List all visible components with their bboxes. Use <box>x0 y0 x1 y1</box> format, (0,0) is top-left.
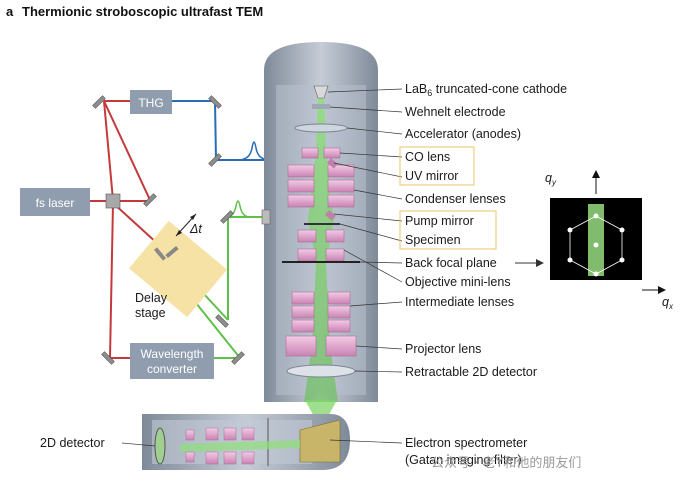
mirror-icon <box>92 95 106 109</box>
condenser-lenses <box>287 147 355 208</box>
projector-label: Projector lens <box>405 342 481 356</box>
red-beam-paths <box>90 100 171 359</box>
mirror-icon <box>153 247 167 261</box>
uv-mirror-label: UV mirror <box>405 169 458 183</box>
pump-mirror-label: Pump mirror <box>405 214 474 228</box>
mirror-icon <box>220 210 234 224</box>
wehnelt-electrode <box>312 104 330 109</box>
energy-filter-prism <box>299 419 341 463</box>
wavelength-converter-line1: Wavelength <box>141 347 204 361</box>
cathode-icon <box>313 85 329 99</box>
wavelength-converter-box <box>130 343 214 379</box>
diffraction-spots <box>567 213 625 277</box>
cathode-label: LaB6 truncated-cone cathode <box>405 82 567 98</box>
spectrometer-label-1: Electron spectrometer <box>405 436 527 450</box>
delay-stage-box <box>128 220 228 318</box>
qy-label: qy <box>545 171 557 187</box>
qy-arrowhead-icon <box>592 170 600 178</box>
energy-slit <box>588 204 604 276</box>
arrowhead-icon <box>536 259 544 267</box>
mirror-icon <box>208 153 222 167</box>
uv-pulse-icon <box>237 141 271 161</box>
pump-mirror-icon <box>325 210 336 221</box>
delay-stage-label-1: Delay <box>135 291 168 305</box>
figure-title: Thermionic stroboscopic ultrafast TEM <box>22 4 263 19</box>
intermediate-lenses <box>291 291 351 333</box>
thg-box <box>130 90 172 114</box>
qx-arrowhead-icon <box>658 286 666 294</box>
specimen-label: Specimen <box>405 233 461 247</box>
objective-label: Objective mini-lens <box>405 275 511 289</box>
spectrometer-beam <box>180 440 300 452</box>
pump-window-icon <box>261 209 271 225</box>
pump-specimen-highlight <box>399 210 497 250</box>
delay-arrowhead-icon <box>176 230 182 236</box>
mirror-icon <box>215 314 229 328</box>
mirror-icon <box>208 95 222 109</box>
panel-letter: a <box>6 4 14 19</box>
qx-label: qx <box>662 295 674 311</box>
laser-mirrors <box>92 95 245 365</box>
co-lens-label: CO lens <box>405 150 450 164</box>
delta-t-label: Δt <box>189 222 202 236</box>
spectrometer-lenses <box>185 427 255 465</box>
intermediate-label: Intermediate lenses <box>405 295 514 309</box>
delay-stage-label-2: stage <box>135 306 166 320</box>
back-focal-plane-label: Back focal plane <box>405 256 497 270</box>
projector-lens <box>285 335 357 357</box>
wavelength-converter-line2: converter <box>147 362 197 376</box>
beam-splitter-icon <box>105 193 121 209</box>
mirror-icon <box>165 245 179 259</box>
mirror-icon <box>101 351 115 365</box>
fs-laser-box <box>20 188 90 216</box>
condenser-label: Condenser lenses <box>405 192 506 206</box>
retractable-label: Retractable 2D detector <box>405 365 537 379</box>
wehnelt-label: Wehnelt electrode <box>405 105 506 119</box>
thg-label: THG <box>138 96 163 110</box>
accelerator-label: Accelerator (anodes) <box>405 127 521 141</box>
retractable-detector <box>286 364 356 378</box>
detector-2d-label: 2D detector <box>40 436 105 450</box>
anode <box>294 123 348 133</box>
co-uv-highlight <box>399 146 475 186</box>
exit-beam <box>305 400 337 420</box>
electron-beam <box>304 90 338 402</box>
uv-mirror-icon <box>327 158 338 169</box>
mirror-icon <box>231 351 245 365</box>
mirror-icon <box>143 193 157 207</box>
detector-2d-plate <box>154 427 166 465</box>
fs-laser-label: fs laser <box>36 196 75 210</box>
leader-lines <box>121 88 403 447</box>
watermark-visible: 公众号 · 老Y和他的朋友们 <box>431 455 581 471</box>
objective-lens <box>297 229 345 262</box>
spectrometer-label-2: (Gatan imaging filter) <box>405 453 522 467</box>
diffraction-panel <box>550 170 666 294</box>
delay-arrowhead-icon <box>190 214 196 220</box>
